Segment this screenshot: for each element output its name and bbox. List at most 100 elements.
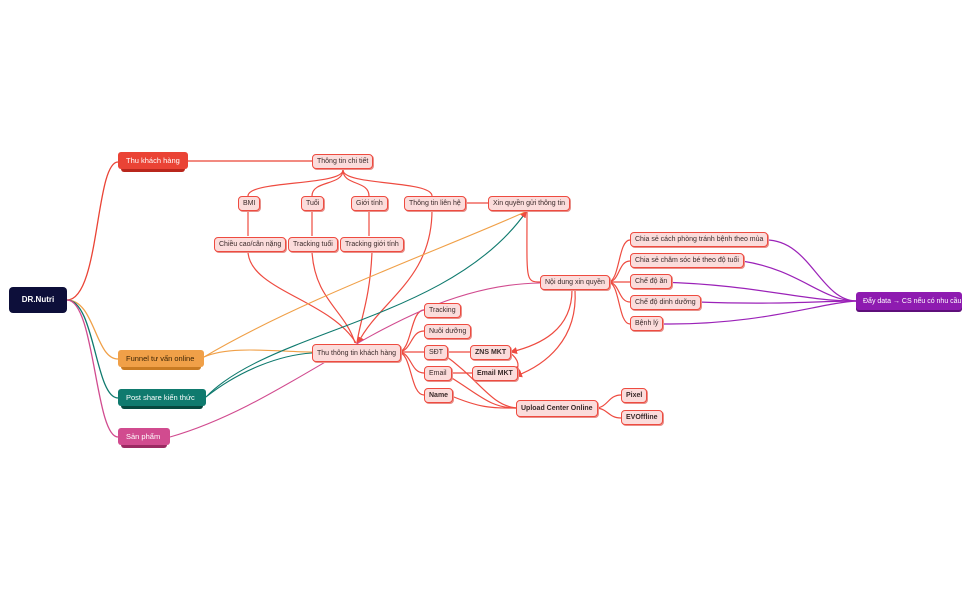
node-label: Chế độ ăn <box>635 278 668 285</box>
node-label: SĐT <box>429 349 443 356</box>
branch-post-share[interactable]: Post share kiến thức <box>118 389 206 409</box>
node-sdt[interactable]: SĐT <box>424 345 448 360</box>
node-label: Nuôi dưỡng <box>429 328 467 335</box>
branch-label: Post share kiến thức <box>126 392 195 402</box>
link-trackinggt-thuthongtin <box>356 251 373 344</box>
node-label: Tuổi <box>306 200 320 207</box>
node-label: Nội dung xin quyền <box>545 279 605 286</box>
link-chedoan-daydata <box>659 281 857 302</box>
link-chitiet-gioitinh <box>342 169 370 197</box>
root-label: DR.Nutri <box>21 295 55 304</box>
branch-label: Thu khách hàng <box>126 155 180 165</box>
link-noidung-benhly <box>607 281 631 325</box>
node-bmi[interactable]: BMI <box>238 196 261 211</box>
branch-label: Funnel tư vấn online <box>126 353 195 363</box>
node-chia-se-cham-soc[interactable]: Chia sẻ chăm sóc bé theo độ tuổi <box>630 253 744 268</box>
node-label: Chia sẻ chăm sóc bé theo độ tuổi <box>635 257 739 264</box>
link-noidung-zns <box>509 289 573 355</box>
link-root-san-pham <box>66 299 119 438</box>
link-xinquyen-noidung <box>526 209 541 283</box>
branch-san-pham[interactable]: Sản phẩm <box>118 428 170 448</box>
node-label: Bệnh lý <box>635 320 659 327</box>
node-pixel[interactable]: Pixel <box>621 388 648 403</box>
link-root-post <box>66 299 119 399</box>
node-label: Thu thông tin khách hàng <box>317 349 397 357</box>
node-upload-center[interactable]: Upload Center Online <box>516 400 598 417</box>
link-noidung-chamsoc <box>607 260 631 283</box>
node-che-do-an[interactable]: Chế độ ăn <box>630 274 673 289</box>
link-dinhduong-daydata <box>697 300 857 304</box>
link-post-xinquyen <box>205 211 527 398</box>
link-chitiet-lienhe <box>342 169 433 197</box>
link-sdt-upload <box>442 353 517 409</box>
node-name[interactable]: Name <box>424 388 454 403</box>
link-trackingtuoi-thuthongtin <box>311 251 356 344</box>
node-benh-ly[interactable]: Bệnh lý <box>630 316 664 331</box>
link-noidung-dinhduong <box>607 281 631 303</box>
link-noidung-emailmkt <box>514 289 576 378</box>
link-chamsoc-daydata <box>741 260 857 302</box>
node-tracking-tuoi[interactable]: Tracking tuổi <box>288 237 338 252</box>
node-label: Thông tin liên hệ <box>409 200 461 207</box>
node-label: Thông tin chi tiết <box>317 158 369 165</box>
link-name-upload <box>448 394 517 409</box>
node-che-do-dinh-duong[interactable]: Chế độ dinh dưỡng <box>630 295 701 310</box>
node-gioi-tinh[interactable]: Giới tính <box>351 196 388 211</box>
node-label: Email MKT <box>477 370 513 377</box>
node-label: Tracking giới tính <box>345 241 399 248</box>
link-funnel-xinquyen <box>203 211 526 358</box>
node-label: Chế độ dinh dưỡng <box>635 299 696 306</box>
node-thong-tin-lien-he[interactable]: Thông tin liên hệ <box>404 196 466 211</box>
link-upload-pixel <box>594 394 622 409</box>
node-label: BMI <box>243 200 256 207</box>
node-noi-dung-xin-quyen[interactable]: Nội dung xin quyền <box>540 275 610 290</box>
node-label: Name <box>429 392 449 399</box>
node-tracking-gioi-tinh[interactable]: Tracking giới tính <box>340 237 404 252</box>
node-day-data[interactable]: Đẩy data → CS nếu có nhu cầu <box>856 292 962 310</box>
link-thu-tracking <box>397 309 425 353</box>
node-label: Giới tính <box>356 200 383 207</box>
node-evoffline[interactable]: EVOffline <box>621 410 663 425</box>
node-chieu-cao[interactable]: Chiều cao/cân nặng <box>214 237 287 252</box>
node-label: Pixel <box>626 392 643 399</box>
link-thu-nuoiduong <box>397 330 425 353</box>
node-chia-se-phong-tranh[interactable]: Chia sẻ cách phòng tránh bệnh theo mùa <box>630 232 769 247</box>
link-funnel-thuthongtin <box>203 349 313 358</box>
node-label: ZNS MKT <box>475 349 507 356</box>
node-email-mkt[interactable]: Email MKT <box>472 366 518 381</box>
link-upload-evo <box>594 407 622 419</box>
link-benhly-daydata <box>663 300 857 325</box>
link-chitiet-bmi <box>247 169 344 197</box>
node-tracking[interactable]: Tracking <box>424 303 461 318</box>
node-tuoi[interactable]: Tuổi <box>301 196 325 211</box>
node-zns-mkt[interactable]: ZNS MKT <box>470 345 512 360</box>
link-thu-email <box>397 351 425 374</box>
branch-funnel[interactable]: Funnel tư vấn online <box>118 350 204 370</box>
node-nuoi-duong[interactable]: Nuôi dưỡng <box>424 324 472 339</box>
node-thu-thong-tin[interactable]: Thu thông tin khách hàng <box>312 344 402 362</box>
node-label: Tracking <box>429 307 456 314</box>
branch-thu-khach-hang[interactable]: Thu khách hàng <box>118 152 188 172</box>
link-root-thu-khach-hang <box>66 161 119 301</box>
node-label: EVOffline <box>626 414 658 421</box>
node-email[interactable]: Email <box>424 366 452 381</box>
link-phongtranh-daydata <box>765 239 857 302</box>
node-label: Chiều cao/cân nặng <box>219 241 282 248</box>
link-thu-name <box>397 351 425 396</box>
link-lienhe-thuthongtin <box>357 209 433 345</box>
branch-label: Sản phẩm <box>126 431 161 441</box>
node-label: Đẩy data → CS nếu có nhu cầu <box>863 297 962 305</box>
node-label: Email <box>429 370 447 377</box>
link-post-thuthongtin <box>205 352 313 398</box>
node-thong-tin-chi-tiet[interactable]: Thông tin chi tiết <box>312 154 374 169</box>
node-xin-quyen[interactable]: Xin quyền gửi thông tin <box>488 196 571 211</box>
link-root-funnel <box>66 299 119 360</box>
node-label: Chia sẻ cách phòng tránh bệnh theo mùa <box>635 236 764 243</box>
node-label: Tracking tuổi <box>293 241 333 248</box>
node-label: Xin quyền gửi thông tin <box>493 200 566 207</box>
root-node[interactable]: DR.Nutri <box>9 287 67 313</box>
link-chitiet-tuoi <box>311 169 344 197</box>
node-label: Upload Center Online <box>521 405 593 412</box>
